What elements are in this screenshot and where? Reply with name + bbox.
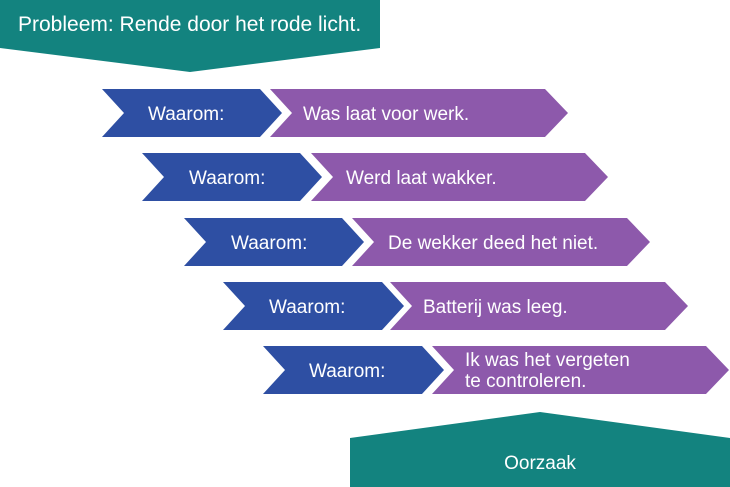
- why-row: Waarom: Batterij was leeg.: [223, 282, 688, 330]
- why-chevron: [184, 218, 364, 266]
- answer-chevron: [270, 89, 568, 137]
- answer-label: Was laat voor werk.: [303, 104, 469, 125]
- why-label: Waarom:: [189, 168, 265, 189]
- why-chevron: [263, 346, 444, 394]
- answer-chevron: [311, 153, 608, 201]
- answer-label: Batterij was leeg.: [423, 297, 568, 318]
- problem-shape: [0, 0, 380, 72]
- why-label: Waarom:: [231, 233, 307, 254]
- answer-chevron: [432, 346, 729, 394]
- why-row: Waarom: Ik was het vergeten te controler…: [263, 346, 729, 394]
- why-chevron: [102, 89, 282, 137]
- problem-label: Probleem: Rende door het rode licht.: [18, 13, 361, 36]
- cause-shape: [350, 412, 730, 487]
- why-label: Waarom:: [269, 297, 345, 318]
- why-label: Waarom:: [309, 361, 385, 382]
- why-label: Waarom:: [148, 104, 224, 125]
- why-chevron: [223, 282, 404, 330]
- answer-label: Werd laat wakker.: [346, 168, 497, 189]
- why-row: Waarom: Was laat voor werk.: [102, 89, 568, 137]
- cause-banner: Oorzaak: [350, 412, 730, 487]
- answer-label: Ik was het vergeten: [465, 350, 630, 371]
- answer-chevron: [352, 218, 650, 266]
- answer-chevron: [390, 282, 688, 330]
- cause-label: Oorzaak: [504, 453, 576, 474]
- why-row: Waarom: Werd laat wakker.: [142, 153, 608, 201]
- problem-banner: Probleem: Rende door het rode licht.: [0, 0, 380, 72]
- why-chevron: [142, 153, 322, 201]
- answer-label: De wekker deed het niet.: [388, 233, 598, 254]
- why-row: Waarom: De wekker deed het niet.: [184, 218, 650, 266]
- answer-label-line2: te controleren.: [465, 371, 586, 392]
